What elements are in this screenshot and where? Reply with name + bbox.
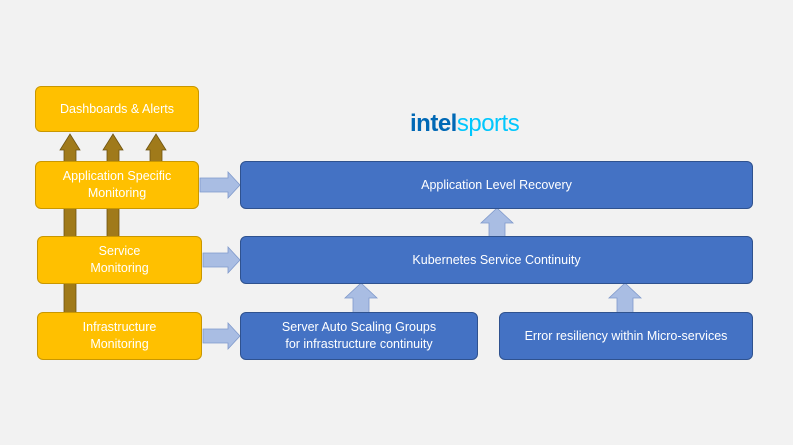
dashboards-alerts-box: Dashboards & Alerts xyxy=(35,86,199,132)
error-resiliency-box: Error resiliency within Micro-services xyxy=(499,312,753,360)
up-arrow-resiliency-to-k8s xyxy=(607,282,643,314)
application-monitoring-box: Application Specific Monitoring xyxy=(35,161,199,209)
up-arrow-app-to-dashboards xyxy=(145,133,167,163)
right-arrow-service-monitoring xyxy=(202,245,241,275)
application-recovery-box: Application Level Recovery xyxy=(240,161,753,209)
service-monitoring-box: Service Monitoring xyxy=(37,236,202,284)
infrastructure-monitoring-box: Infrastructure Monitoring xyxy=(37,312,202,360)
kubernetes-continuity-label: Kubernetes Service Continuity xyxy=(412,252,581,267)
service-monitoring-label-line1: Service xyxy=(98,244,141,258)
intel-sports-logo: intelsports xyxy=(410,110,520,138)
dashboards-alerts-label: Dashboards & Alerts xyxy=(60,101,174,116)
error-resiliency-label: Error resiliency within Micro-services xyxy=(524,328,728,343)
auto-scaling-label-line1: Server Auto Scaling Groups xyxy=(281,320,437,334)
application-recovery-label: Application Level Recovery xyxy=(421,177,572,192)
right-arrow-app-monitoring xyxy=(199,170,241,200)
auto-scaling-box: Server Auto Scaling Groups for infrastru… xyxy=(240,312,478,360)
up-arrow-k8s-to-recovery xyxy=(479,207,515,238)
service-monitoring-label-line2: Monitoring xyxy=(90,261,149,275)
right-arrow-infra-monitoring xyxy=(202,321,241,351)
infrastructure-monitoring-label-line2: Monitoring xyxy=(90,337,149,351)
logo-brand: intel xyxy=(410,110,457,137)
logo-product: sports xyxy=(456,110,520,137)
application-monitoring-label-line1: Application Specific xyxy=(62,169,172,183)
kubernetes-continuity-box: Kubernetes Service Continuity xyxy=(240,236,753,284)
infrastructure-monitoring-label-line1: Infrastructure xyxy=(82,320,157,334)
up-arrow-scaling-to-k8s xyxy=(343,282,379,314)
application-monitoring-label-line2: Monitoring xyxy=(87,186,147,200)
auto-scaling-label-line2: for infrastructure continuity xyxy=(285,337,433,351)
